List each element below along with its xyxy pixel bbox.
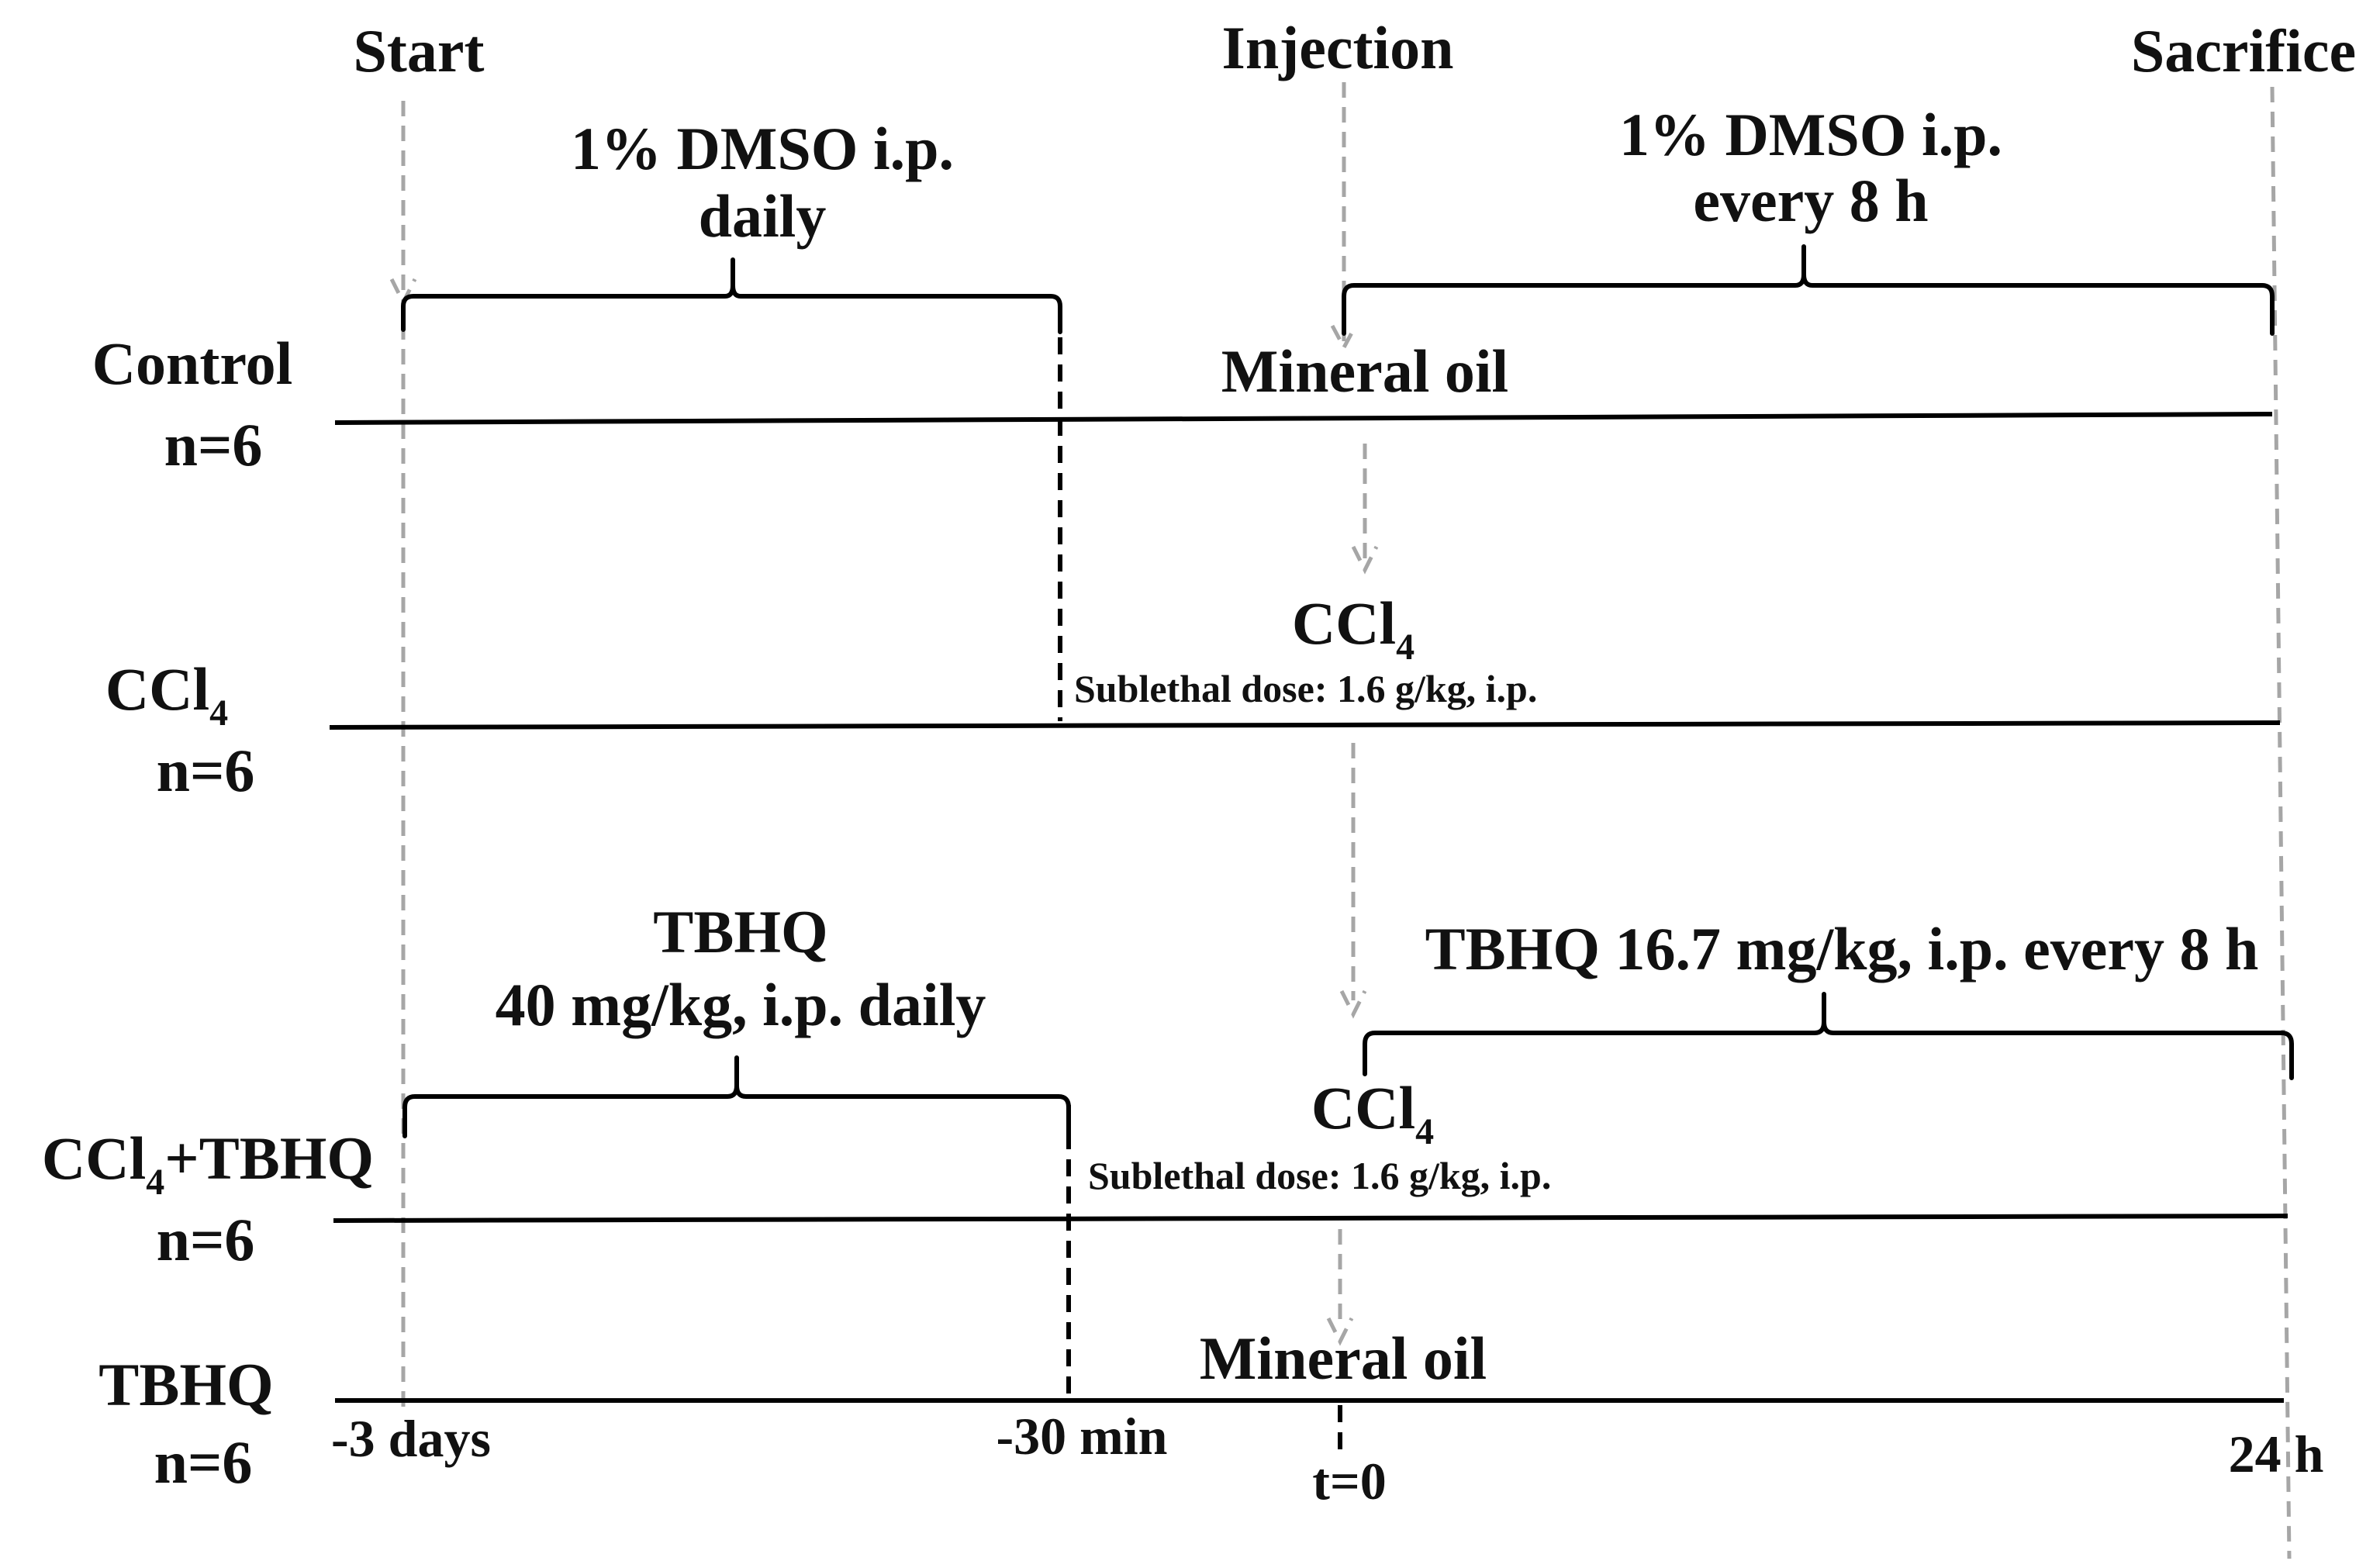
tbhq-pretreatment-label-line2: 40 mg/kg, i.p. daily: [496, 971, 986, 1038]
control-injection-label: Mineral oil: [1221, 337, 1508, 405]
dmso-posttreatment-label-line1: 1% DMSO i.p.: [1619, 101, 2002, 168]
ccl4-tbhq-timeline: [333, 1214, 2288, 1223]
combo-injection-arrow-icon: [1339, 989, 1367, 1019]
group-ccl4-label: CCl4: [105, 655, 228, 734]
dmso-pretreatment-label-line2: daily: [699, 182, 827, 250]
tbhq-injection-arrow-icon: [1326, 1317, 1354, 1346]
injection-guide-arrow-icon: [1330, 324, 1358, 352]
ccl4-injection-label: CCl4: [1292, 589, 1415, 668]
phase-sacrifice-label: Sacrifice: [2131, 17, 2356, 85]
dmso-posttreatment-brace: [1342, 244, 2275, 336]
group-control-n: n=6: [164, 411, 263, 478]
ccl4-timeline: [329, 720, 2281, 730]
tbhq-injection-label: Mineral oil: [1200, 1324, 1487, 1392]
combo-injection-label: CCl4: [1311, 1074, 1434, 1152]
group-control-label: Control: [92, 330, 293, 397]
time-pretreat-end-label: -30 min: [997, 1407, 1168, 1466]
dmso-pretreatment-label-line1: 1% DMSO i.p.: [571, 115, 954, 182]
time-injection-label: t=0: [1312, 1452, 1386, 1511]
time-start-label: -3 days: [331, 1409, 491, 1468]
tbhq-pretreatment-brace: [402, 1055, 1071, 1138]
group-tbhq-label: TBHQ: [98, 1351, 273, 1418]
phase-injection-label: Injection: [1222, 14, 1454, 81]
group-tbhq-n: n=6: [154, 1428, 253, 1496]
time-end-label: 24 h: [2229, 1425, 2324, 1483]
group-ccl4-tbhq-n: n=6: [157, 1206, 255, 1273]
control-timeline: [334, 412, 2273, 425]
dmso-pretreatment-brace: [401, 257, 1062, 334]
tbhq-posttreatment-label: TBHQ 16.7 mg/kg, i.p. every 8 h: [1425, 915, 2259, 983]
ccl4-injection-arrow-icon: [1351, 545, 1379, 575]
combo-injection-dose: Sublethal dose: 1.6 g/kg, i.p.: [1088, 1154, 1551, 1197]
sacrifice-guide-line: [2270, 86, 2292, 1559]
phase-start-label: Start: [354, 17, 485, 85]
tbhq-posttreatment-brace: [1363, 992, 2294, 1080]
dmso-posttreatment-label-line2: every 8 h: [1693, 167, 1928, 234]
group-ccl4-tbhq-label: CCl4+TBHQ: [42, 1124, 374, 1203]
group-ccl4-n: n=6: [157, 737, 255, 804]
tbhq-pretreatment-label-line1: TBHQ: [653, 898, 827, 965]
ccl4-injection-dose: Sublethal dose: 1.6 g/kg, i.p.: [1074, 667, 1537, 710]
